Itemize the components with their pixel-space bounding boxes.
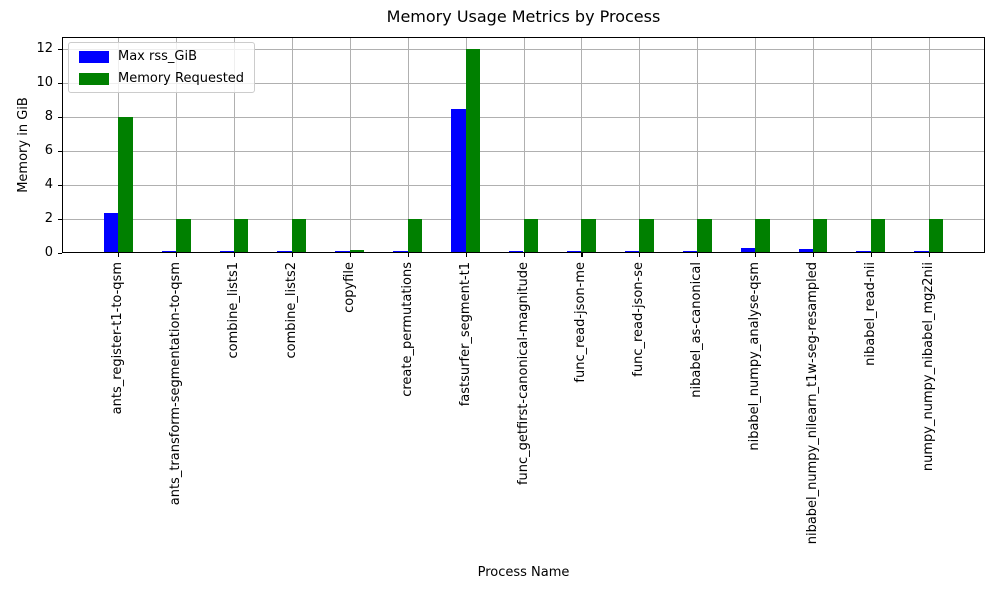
bar-memory-requested [233,218,249,253]
bar-max-rss [219,250,234,253]
bar-max-rss [914,250,929,253]
bar-max-rss [277,250,292,253]
bar-max-rss [856,250,871,253]
bar-memory-requested [291,218,307,253]
x-tick-label: nibabel_numpy_nilearn_t1w-seg-resampled [805,262,821,545]
bar-memory-requested [118,116,133,253]
x-axis-label: Process Name [477,565,570,580]
x-tick-mark [581,253,583,257]
v-gridline [407,37,409,253]
x-tick-mark [291,253,294,257]
bar-max-rss [509,250,524,253]
y-tick-label: 12 [36,40,53,56]
legend-item: Max rss_GiB [79,49,244,64]
x-tick-mark [233,253,236,257]
bar-max-rss [451,109,466,253]
x-tick-mark [465,253,467,257]
y-tick-label: 6 [44,142,53,158]
x-tick-label: fastsurfer_segment-t1 [457,262,473,407]
v-gridline [523,37,525,253]
legend-swatch-memory-requested [79,72,109,85]
y-tick-mark [58,82,62,85]
x-tick-label: nibabel_as-canonical [689,262,705,398]
bar-max-rss [624,250,640,253]
y-tick-label: 4 [44,176,53,192]
x-tick-mark [813,253,815,257]
legend-swatch-max-rss [79,50,109,63]
x-tick-label: ants_transform-segmentation-to-qsm [168,262,184,506]
bar-max-rss [393,250,408,253]
bar-memory-requested [523,218,538,253]
x-tick-label: ants_register-t1-to-qsm [110,262,126,415]
y-tick-mark [58,218,62,221]
x-tick-mark [118,253,120,257]
v-gridline [755,37,757,253]
x-tick-label: combine_lists1 [225,262,241,359]
y-tick-label: 8 [44,108,53,124]
v-gridline [233,37,235,253]
bar-memory-requested [697,218,712,253]
v-gridline [813,37,815,253]
legend-item: Memory Requested [79,71,244,86]
chart-title: Memory Usage Metrics by Process [386,7,661,26]
y-tick-mark [58,116,62,119]
v-gridline [291,37,293,253]
v-gridline [176,37,178,253]
bar-memory-requested [176,218,191,253]
v-gridline [697,37,699,253]
x-tick-mark [697,253,699,257]
x-tick-label: func_getfirst-canonical-magnitude [515,262,531,486]
x-tick-mark [928,253,931,257]
x-tick-mark [755,253,757,257]
x-tick-label: copyfile [341,262,357,313]
bar-max-rss [335,250,350,253]
x-tick-mark [176,253,178,257]
v-gridline [581,37,583,253]
y-tick-mark [58,48,62,51]
x-tick-mark [523,253,525,257]
x-tick-label: create_permutations [399,262,415,397]
y-tick-mark [58,253,62,255]
bar-memory-requested [813,218,828,253]
v-gridline [349,37,351,253]
x-tick-label: func_read-json-se [631,262,647,377]
bar-memory-requested [870,218,886,253]
x-tick-label: nibabel_read-nii [862,262,878,366]
bar-memory-requested [349,249,365,253]
bar-max-rss [566,250,582,253]
v-gridline [870,37,872,253]
x-tick-label: numpy_numpy_nibabel_mgz2nii [920,262,936,472]
bar-max-rss [798,248,814,253]
x-tick-label: combine_lists2 [283,262,299,359]
y-tick-label: 2 [44,210,53,226]
x-tick-mark [349,253,351,257]
x-tick-label: func_read-json-me [573,262,589,383]
x-tick-label: nibabel_numpy_analyse-qsm [747,262,763,451]
y-tick-label: 10 [36,74,53,90]
bar-max-rss [161,250,177,253]
bar-memory-requested [928,218,944,253]
bar-memory-requested [639,218,654,253]
bar-max-rss [103,213,119,253]
bar-memory-requested [407,218,423,253]
y-tick-label: 0 [44,245,53,260]
x-tick-mark [639,253,641,257]
y-tick-mark [58,184,62,187]
legend-label: Memory Requested [118,71,245,86]
bar-max-rss [682,250,698,253]
legend: Max rss_GiB Memory Requested [68,42,256,93]
y-tick-mark [58,150,62,153]
legend-label: Max rss_GiB [118,49,198,64]
x-tick-mark [870,253,873,257]
x-tick-mark [407,253,409,257]
plot-area: Max rss_GiB Memory Requested [62,37,985,253]
bar-memory-requested [755,218,770,253]
v-gridline [639,37,641,253]
bar-max-rss [740,248,756,253]
bar-memory-requested [581,218,596,253]
v-gridline [928,37,930,253]
bar-memory-requested [465,48,481,253]
